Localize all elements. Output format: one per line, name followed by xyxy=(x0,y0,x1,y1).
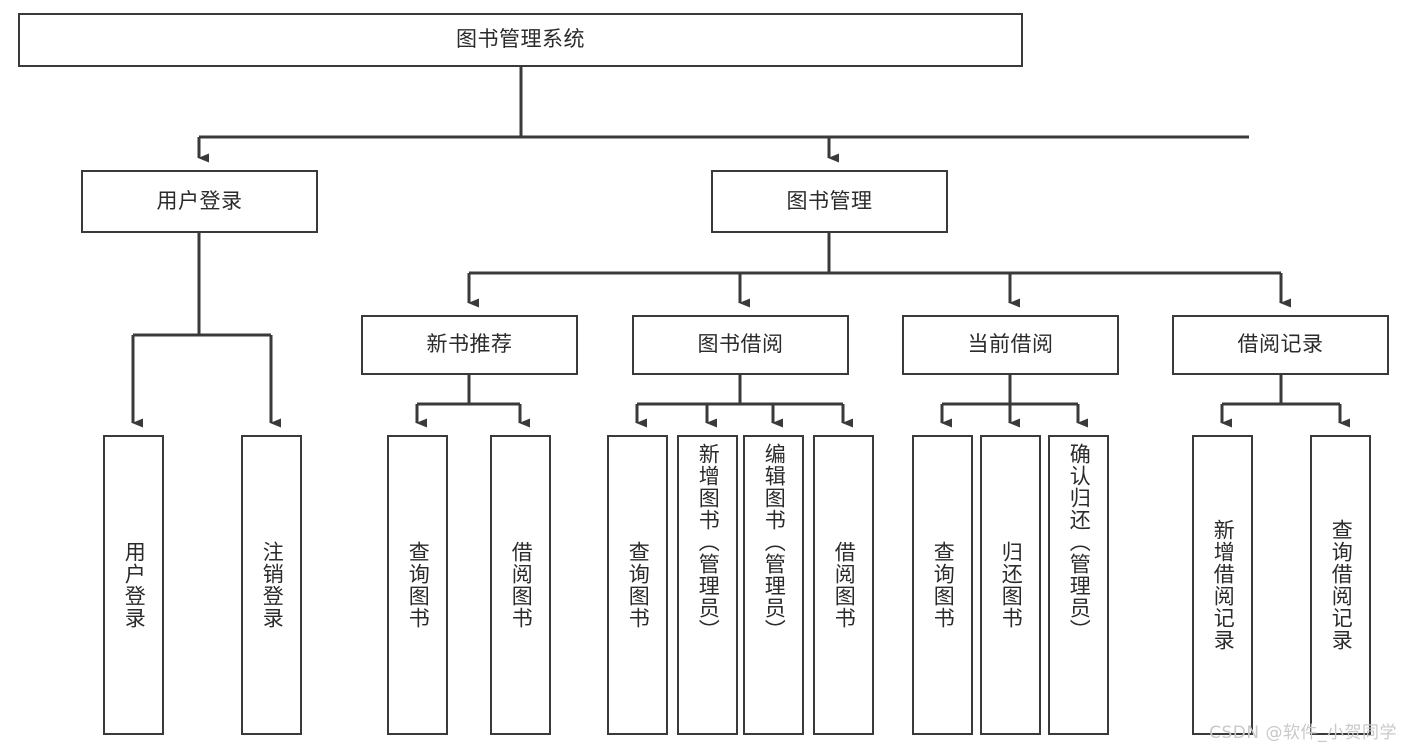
node-current-borrow-label: 当前借阅 xyxy=(967,332,1054,357)
node-leaf-edit-book[interactable]: 编辑图书（管理员） xyxy=(743,435,804,735)
node-leaf-query-record-label: 查询借阅记录 xyxy=(1329,519,1354,651)
node-leaf-query-book-1[interactable]: 查询图书 xyxy=(387,435,448,735)
node-book-borrow-label: 图书借阅 xyxy=(697,332,784,357)
node-leaf-query-book-1-label: 查询图书 xyxy=(406,541,431,629)
node-current-borrow[interactable]: 当前借阅 xyxy=(902,315,1119,375)
node-borrow-record-label: 借阅记录 xyxy=(1237,332,1324,357)
node-leaf-confirm-return[interactable]: 确认归还（管理员） xyxy=(1048,435,1109,735)
node-leaf-edit-book-label: 编辑图书（管理员） xyxy=(762,443,787,641)
node-root-label: 图书管理系统 xyxy=(456,27,585,52)
node-leaf-query-book-3-label: 查询图书 xyxy=(931,541,956,629)
node-leaf-user-login[interactable]: 用户登录 xyxy=(103,435,164,735)
node-leaf-borrow-book-2[interactable]: 借阅图书 xyxy=(813,435,874,735)
node-leaf-add-book[interactable]: 新增图书（管理员） xyxy=(677,435,738,735)
node-leaf-query-book-2-label: 查询图书 xyxy=(626,541,651,629)
node-leaf-return-book[interactable]: 归还图书 xyxy=(980,435,1041,735)
node-leaf-query-book-3[interactable]: 查询图书 xyxy=(912,435,973,735)
node-user-login[interactable]: 用户登录 xyxy=(81,170,318,233)
node-leaf-query-book-2[interactable]: 查询图书 xyxy=(607,435,668,735)
node-user-login-label: 用户登录 xyxy=(156,188,243,213)
node-root[interactable]: 图书管理系统 xyxy=(18,13,1023,67)
node-leaf-confirm-return-label: 确认归还（管理员） xyxy=(1067,443,1092,641)
node-leaf-add-record-label: 新增借阅记录 xyxy=(1211,519,1236,651)
node-leaf-add-book-label: 新增图书（管理员） xyxy=(696,443,721,641)
node-leaf-logout-login-label: 注销登录 xyxy=(260,541,285,629)
node-new-book-recommend-label: 新书推荐 xyxy=(426,332,513,357)
node-leaf-query-record[interactable]: 查询借阅记录 xyxy=(1310,435,1371,735)
node-book-management[interactable]: 图书管理 xyxy=(711,170,948,233)
node-leaf-logout-login[interactable]: 注销登录 xyxy=(241,435,302,735)
node-leaf-borrow-book-1[interactable]: 借阅图书 xyxy=(490,435,551,735)
node-borrow-record[interactable]: 借阅记录 xyxy=(1172,315,1389,375)
node-leaf-borrow-book-2-label: 借阅图书 xyxy=(832,541,857,629)
node-leaf-user-login-label: 用户登录 xyxy=(122,541,147,629)
node-leaf-return-book-label: 归还图书 xyxy=(999,541,1024,629)
node-leaf-borrow-book-1-label: 借阅图书 xyxy=(509,541,534,629)
node-book-management-label: 图书管理 xyxy=(786,188,873,213)
node-book-borrow[interactable]: 图书借阅 xyxy=(632,315,849,375)
node-leaf-add-record[interactable]: 新增借阅记录 xyxy=(1192,435,1253,735)
node-new-book-recommend[interactable]: 新书推荐 xyxy=(361,315,578,375)
